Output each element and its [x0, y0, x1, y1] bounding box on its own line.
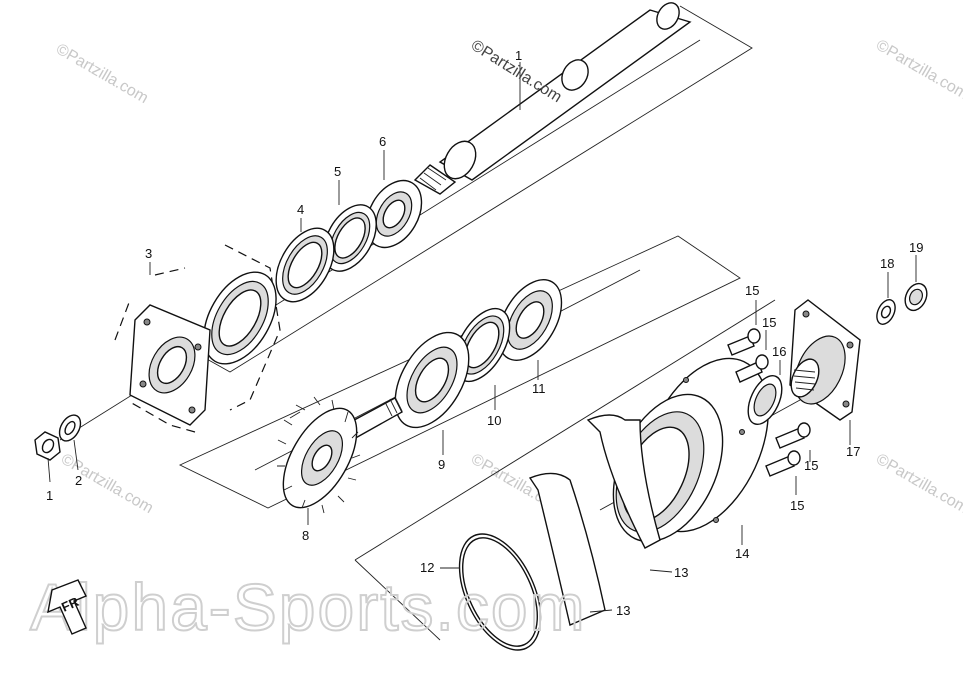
direction-label: FR — [59, 594, 81, 615]
callout-1: 1 — [46, 488, 53, 503]
bolt-part-15-d — [765, 450, 801, 477]
callout-5: 5 — [334, 164, 341, 179]
frame-lower — [354, 299, 776, 641]
callout-15d: 15 — [790, 498, 804, 513]
shim-part-13-upper — [586, 414, 661, 549]
o-ring-part-12 — [458, 533, 542, 651]
callout-16: 16 — [772, 344, 786, 359]
nut-part-19 — [904, 282, 928, 312]
watermark-top-right: ©Partzilla.com — [873, 37, 963, 103]
watermark-top-left: ©Partzilla.com — [53, 41, 151, 107]
leader-lines — [47, 62, 917, 613]
bearing-part-9 — [394, 331, 470, 429]
callout-2: 2 — [75, 473, 82, 488]
callout-14: 14 — [735, 546, 749, 561]
bearing-part-11 — [497, 279, 563, 361]
callout-8: 8 — [302, 528, 309, 543]
callout-19: 19 — [909, 240, 923, 255]
bolt-part-15-c — [775, 422, 811, 449]
callout-15c: 15 — [804, 458, 818, 473]
watermark-mid-left: ©Partzilla.com — [58, 451, 156, 517]
output-shaft — [413, 2, 692, 195]
bevel-gear-part-8 — [277, 396, 403, 514]
bolt-part-15-b — [735, 354, 769, 383]
callout-13b: 13 — [616, 603, 630, 618]
flange-housing — [129, 304, 211, 426]
bearing-part-6 — [365, 179, 423, 249]
nut-part-1 — [34, 431, 61, 461]
bolt-part-15-a — [727, 328, 761, 356]
callout-9: 9 — [438, 457, 445, 472]
callout-15a: 15 — [745, 283, 759, 298]
output-flange-part-17 — [789, 299, 861, 421]
callout-7: 1 — [515, 48, 522, 63]
callout-4: 4 — [297, 202, 304, 217]
shim-part-13-lower — [528, 472, 606, 626]
callout-13a: 13 — [674, 565, 688, 580]
callout-12: 12 — [420, 560, 434, 575]
bearing-part-16 — [747, 375, 783, 425]
callout-15b: 15 — [762, 315, 776, 330]
callout-11: 11 — [532, 381, 546, 396]
watermark-mid-right: ©Partzilla.com — [873, 451, 963, 517]
callout-17: 17 — [846, 444, 860, 459]
washer-part-18 — [876, 299, 896, 325]
washer-part-2 — [58, 414, 82, 442]
seal-part-4 — [275, 227, 335, 303]
callout-3: 3 — [145, 246, 152, 261]
watermark-banner: Alpha-Sports.com — [30, 570, 587, 644]
callout-18: 18 — [880, 256, 894, 271]
front-direction-marker: FR — [47, 579, 87, 635]
ring-part-5 — [323, 204, 377, 272]
callout-6: 6 — [379, 134, 386, 149]
oil-seal-assembly-part-3 — [114, 244, 281, 433]
callout-10: 10 — [487, 413, 501, 428]
